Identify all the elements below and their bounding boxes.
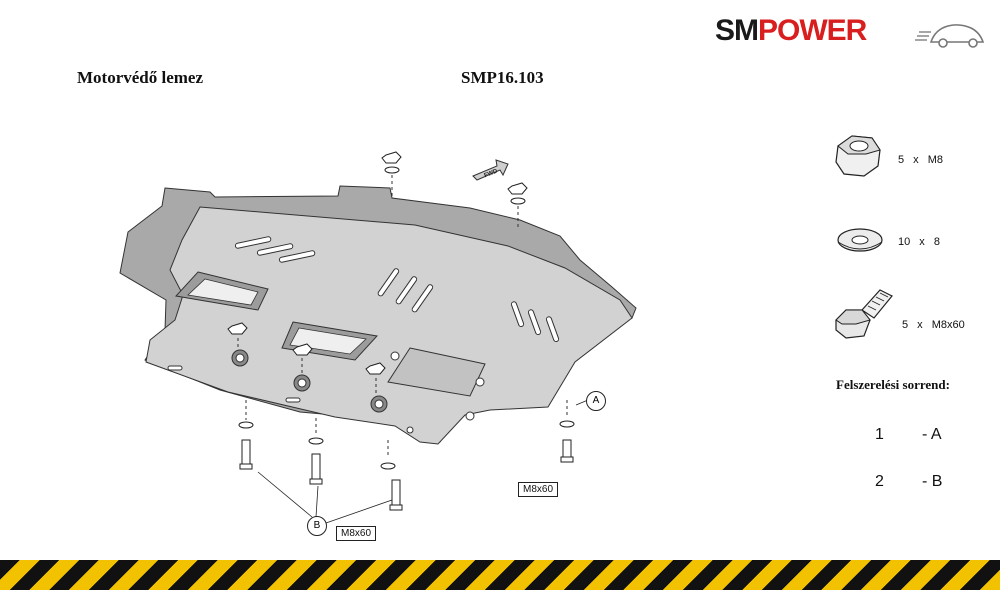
callout-a-box: M8x60	[518, 482, 559, 497]
logo-text-sm: SM	[715, 14, 759, 47]
fwd-arrow: FWD	[472, 159, 509, 181]
callout-b-box: M8x60	[336, 526, 377, 541]
vent-slots-middle	[377, 268, 434, 313]
sequence-step-2-number: 2	[875, 473, 884, 490]
car-outline-icon	[915, 24, 985, 48]
skid-plate-face	[145, 206, 633, 445]
logo-text-power: POWER	[758, 14, 867, 47]
bolt-group-a	[559, 420, 575, 463]
inspection-cover	[387, 347, 486, 397]
sequence-step-1-number: 1	[875, 426, 884, 443]
callout-a-circle: A	[586, 391, 606, 411]
hardware-nut-label: 5 x M8	[898, 154, 944, 166]
callout-b-circle: B	[307, 516, 327, 536]
sequence-step-2-letter: - B	[922, 473, 943, 490]
bolts-group-b	[238, 421, 403, 511]
hex-nut-icon	[835, 135, 881, 177]
nuts-on-plate	[227, 151, 528, 375]
vent-slots-right	[510, 301, 560, 343]
hardware-bolt-label: 5 x M8x60	[902, 319, 965, 331]
hardware-washer-label: 10 x 8	[898, 236, 940, 248]
smpower-logo: SMPOWER	[715, 14, 985, 52]
skid-plate-diagram: FWD	[119, 151, 637, 524]
part-code: SMP16.103	[461, 68, 544, 87]
vent-slots-left	[234, 236, 316, 263]
assembly-guides	[237, 175, 568, 458]
sequence-title: Felszerelési sorrend:	[836, 377, 950, 392]
recess-window-left	[175, 271, 269, 311]
part-name: Motorvédő lemez	[77, 68, 204, 87]
sequence-step-1-letter: - A	[922, 426, 942, 443]
washer-icon	[837, 228, 883, 252]
hazard-stripe	[0, 560, 1000, 590]
fwd-label: FWD	[484, 168, 500, 179]
hex-bolt-icon	[835, 289, 893, 339]
mounting-holes	[167, 349, 485, 434]
